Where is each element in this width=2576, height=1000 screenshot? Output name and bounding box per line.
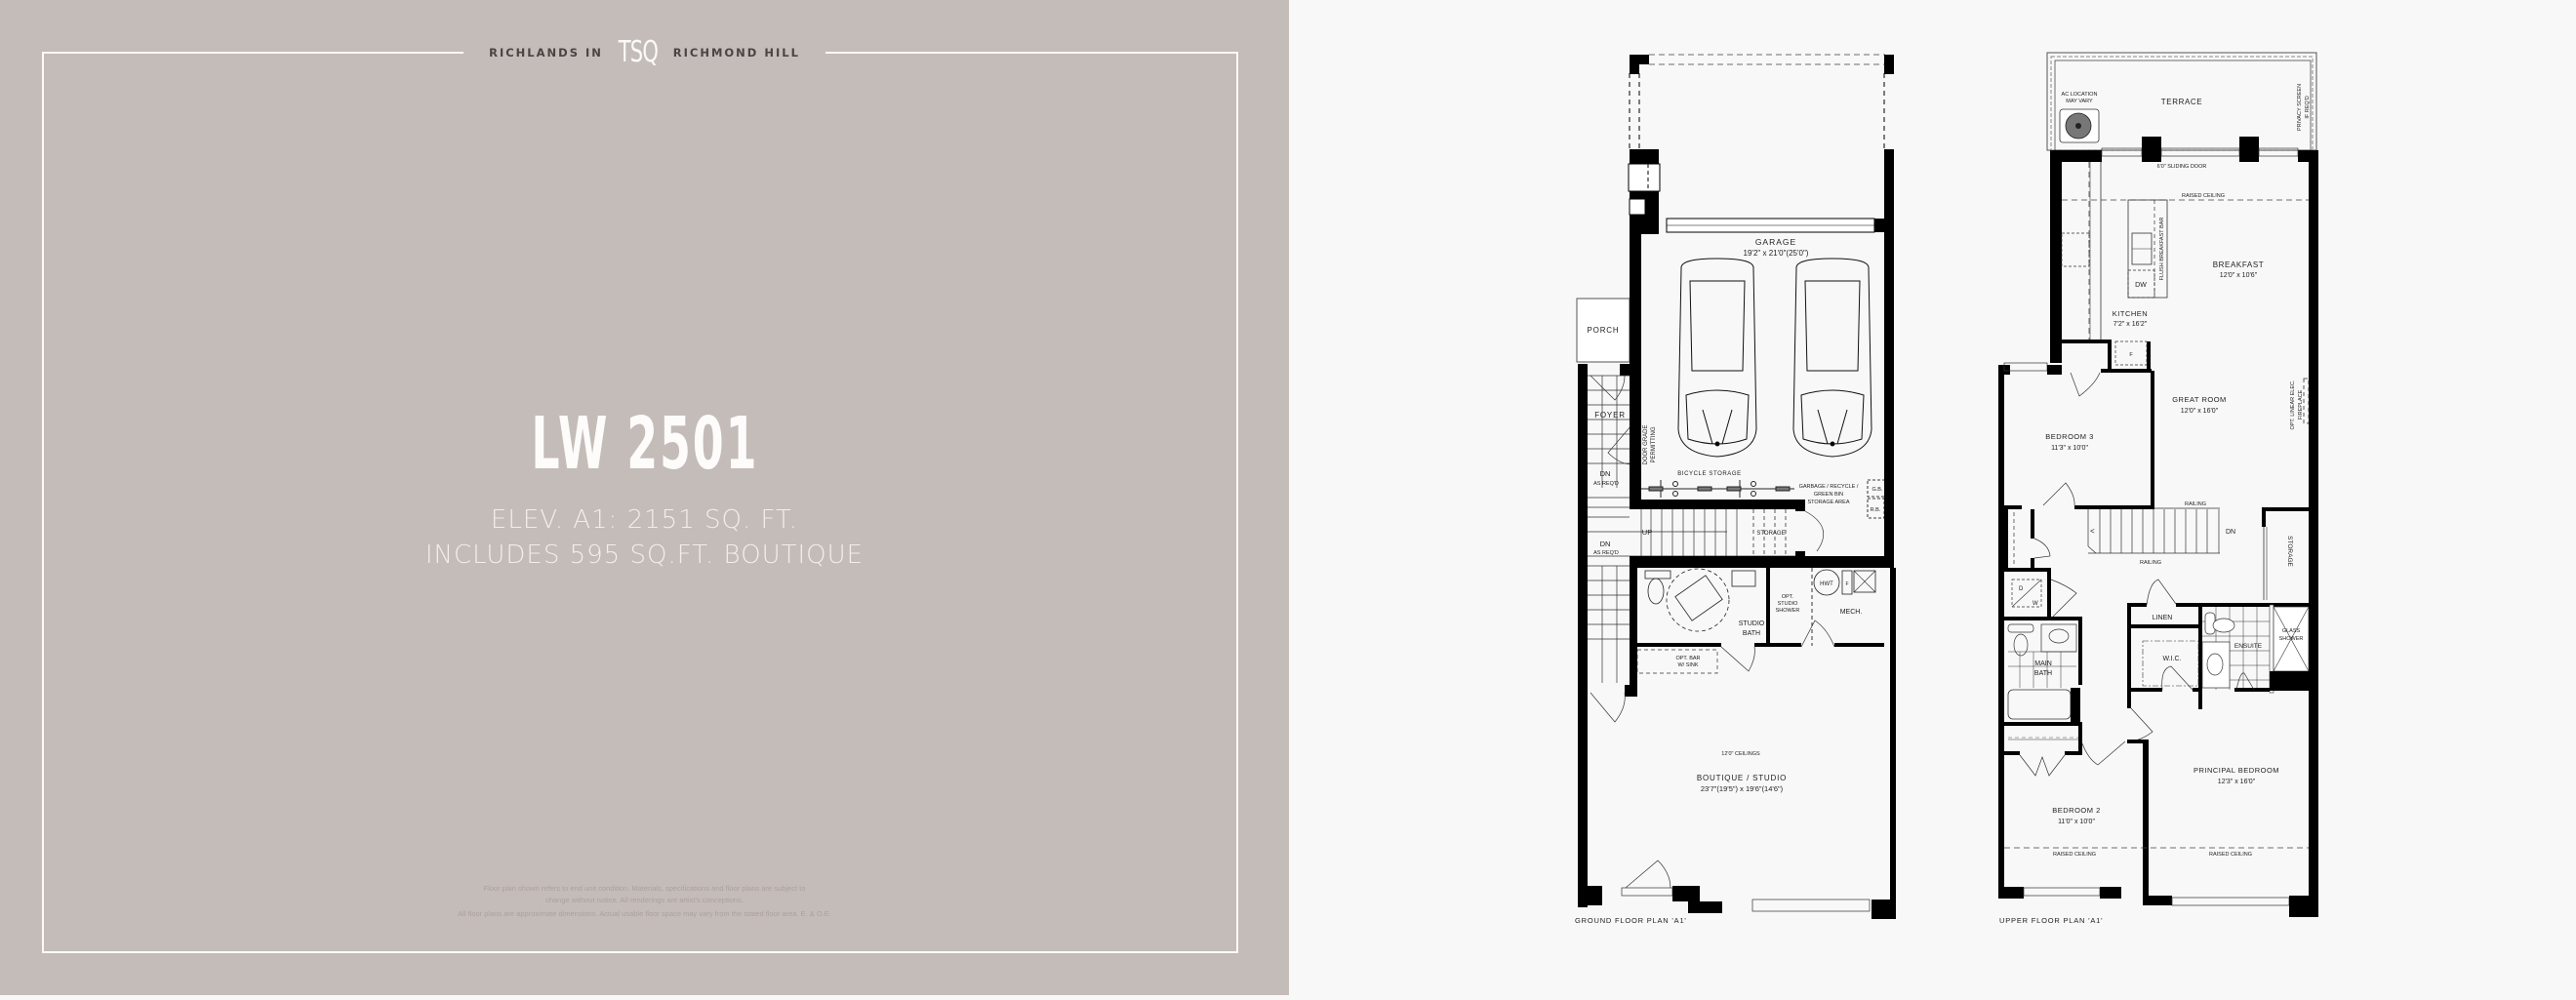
porch-label: PORCH [1588, 326, 1620, 335]
studio-bath-label-1: STUDIO [1739, 620, 1765, 627]
disclaimer-line-1: Floor plan shown refers to end unit cond… [483, 884, 806, 893]
garbage-label-2: GREEN BIN [1814, 492, 1843, 498]
privacy-screen-label-1: PRIVACY SCREEN [2297, 84, 2303, 131]
gb-label: G.B. [1872, 487, 1882, 493]
raised-ceiling-label-bedroom2: RAISED CEILING [2053, 852, 2096, 858]
flush-bar-label: FLUSH BREAKFAST BAR [2159, 218, 2165, 281]
foyer-label: FOYER [1594, 411, 1626, 420]
upper-stair-dn-label: DN [2226, 529, 2235, 536]
car-icon [1677, 258, 1757, 458]
fireplace-icon [2303, 378, 2310, 424]
car-icon [1792, 258, 1872, 458]
breakfast-dims: 12'0" x 10'6" [2220, 272, 2258, 279]
brand-header: RICHLANDS IN TSQ RICHMOND HILL [0, 31, 1289, 74]
raised-ceiling-label-principal: RAISED CEILING [2209, 852, 2252, 858]
fireplace-label-2: FIREPLACE [2298, 389, 2304, 420]
garage-dims: 19'2" x 21'0"(25'0") [1744, 249, 1809, 258]
stair-dn-label-2: DN [1600, 540, 1611, 548]
railing-label-top: RAILING [2185, 501, 2206, 507]
boutique-label: BOUTIQUE / STUDIO [1697, 774, 1787, 782]
bedroom2-label: BEDROOM 2 [2052, 806, 2101, 815]
door-grade-label: DOOR GRADE [1643, 424, 1649, 464]
glass-shower-label-2: SHOWER [2279, 636, 2304, 642]
privacy-screen-label-2: IF REQ'D [2305, 96, 2311, 118]
ground-storage-label: STORAGE [1756, 531, 1785, 537]
opt-shower-label-1: OPT. [1782, 594, 1794, 600]
ground-floor-plan: GARAGE 19'2" x 21'0"(25'0") PORCH [1575, 54, 1896, 925]
kitchen-label: KITCHEN [2113, 309, 2148, 318]
opt-bar-label-1: OPT. BAR [1675, 656, 1700, 661]
bicycle-icon [1641, 480, 1794, 498]
upper-floor-plan: AC LOCATION MAY VARY TERRACE PRIVACY SCR… [1998, 52, 2318, 925]
opt-bar-label-2: W/ SINK [1677, 662, 1698, 668]
brochure-cover-panel: RICHLANDS IN TSQ RICHMOND HILL LW 2501 E… [0, 0, 1289, 995]
bedroom3-label: BEDROOM 3 [2045, 432, 2094, 441]
opt-shower-label-2: STUDIO [1778, 601, 1799, 607]
garbage-label-1: GARBAGE / RECYCLE / [1799, 484, 1859, 490]
railing-label-bottom: RAILING [2140, 560, 2161, 566]
ground-floor-title: GROUND FLOOR PLAN 'A1' [1575, 916, 1687, 925]
principal-bedroom-dims: 12'3" x 16'0" [2218, 779, 2256, 785]
bicycle-storage-label: BICYCLE STORAGE [1677, 471, 1742, 477]
stair-direction-arrow: < [2090, 527, 2095, 536]
washer-label: W [2033, 601, 2038, 607]
model-title: LW 2501 [531, 402, 758, 486]
glass-shower-label-1: GLASS [2282, 628, 2301, 634]
terrace-label: TERRACE [2161, 98, 2202, 106]
floor-plans-drawing: GARAGE 19'2" x 21'0"(25'0") PORCH [1575, 52, 2318, 925]
area-line: ELEV. A1: 2151 SQ. FT. [490, 505, 799, 535]
floor-plans-panel: GARAGE 19'2" x 21'0"(25'0") PORCH [1289, 0, 2576, 995]
brand-prefix: RICHLANDS IN [489, 46, 603, 60]
bedroom3-dims: 11'3" x 10'0" [2051, 445, 2088, 452]
boutique-dims: 23'7"(19'5") x 19'6"(14'6") [1701, 784, 1784, 793]
sliding-door-label: 6'0" SLIDING DOOR [2157, 164, 2207, 170]
studio-bath-label-2: BATH [1743, 630, 1760, 637]
bedroom2-dims: 11'0" x 10'0" [2058, 819, 2095, 825]
door-grade-label-2: PERMITTING [1651, 426, 1657, 462]
breakfast-label: BREAKFAST [2213, 260, 2265, 269]
great-room-label: GREAT ROOM [2172, 395, 2227, 404]
boutique-line: INCLUDES 595 SQ.FT. BOUTIQUE [424, 540, 865, 570]
hwt-label: HWT [1820, 581, 1833, 587]
storage-label: STORAGE [2286, 536, 2293, 567]
as-reqd-label: AS REQ'D [1593, 481, 1619, 487]
cover-frame [42, 52, 1238, 953]
raised-ceiling-label: RAISED CEILING [2182, 193, 2225, 199]
disclaimer-line-2: change without notice. All renderings ar… [545, 896, 744, 904]
stair-up-label: UP [1642, 528, 1652, 537]
wic-label: W.I.C. [2162, 656, 2181, 662]
ac-label-1: AC LOCATION [2062, 92, 2098, 98]
fridge-label: F [2129, 352, 2133, 358]
brand-suffix: RICHMOND HILL [672, 46, 800, 60]
main-bath-label-1: MAIN [2034, 660, 2052, 667]
opt-shower-label-3: SHOWER [1776, 608, 1800, 614]
ensuite-label: ENSUITE [2234, 643, 2263, 650]
dishwasher-label: DW [2135, 282, 2147, 289]
fireplace-label-1: OPT. LINEAR ELEC. [2290, 380, 2296, 430]
upper-floor-title: UPPER FLOOR PLAN 'A1' [1999, 916, 2103, 925]
garage-label: GARAGE [1755, 237, 1796, 247]
disclaimer-line-3: All floor plans are approximate dimensio… [458, 909, 831, 918]
furnace-label: F [1845, 581, 1848, 587]
linen-label: LINEN [2153, 615, 2173, 621]
as-reqd-label-2: AS REQ'D [1593, 550, 1619, 556]
stair-dn-label: DN [1600, 469, 1611, 478]
dryer-label: D [2019, 586, 2024, 592]
great-room-dims: 12'0" x 16'0" [2181, 408, 2219, 415]
ceilings-label: 12'0" CEILINGS [1721, 751, 1760, 757]
ac-label-2: MAY VARY [2066, 99, 2093, 104]
mech-label: MECH. [1840, 609, 1863, 616]
rb-label: R.B. [1871, 507, 1881, 513]
brand-logo: TSQ [618, 35, 659, 69]
kitchen-dims: 7'2" x 16'2" [2113, 321, 2148, 328]
garbage-label-3: STORAGE AREA [1808, 500, 1850, 505]
principal-bedroom-label: PRINCIPAL BEDROOM [2194, 766, 2279, 775]
main-bath-label-2: BATH [2034, 670, 2052, 677]
